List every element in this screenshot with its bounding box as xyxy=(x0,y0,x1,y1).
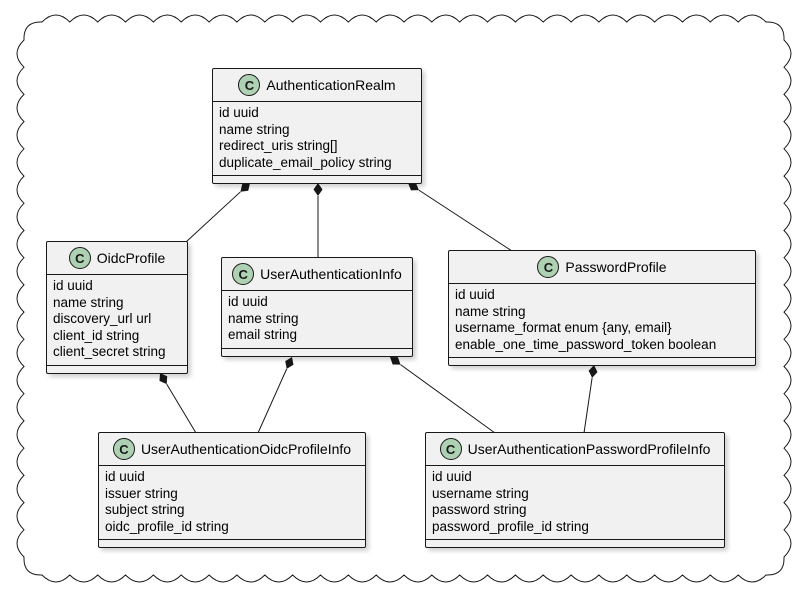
class-c-icon: C xyxy=(68,247,91,269)
attribute: username string xyxy=(432,485,529,501)
attribute-list: id uuid name string redirect_uris string… xyxy=(213,102,421,176)
class-name: AuthenticationRealm xyxy=(266,77,396,93)
attribute-list: id uuid name string email string xyxy=(222,291,412,349)
class-c-icon: C xyxy=(439,438,462,460)
composition-line-oidc_profile-user_authentication_oidc_profile_info xyxy=(166,383,197,434)
attribute: enable_one_time_password_token boolean xyxy=(455,336,717,352)
attribute: id uuid xyxy=(432,469,472,484)
composition-diamond-icon xyxy=(408,182,419,191)
class-c-icon: C xyxy=(537,256,560,278)
composition-line-authentication_realm-oidc_profile xyxy=(185,191,241,243)
attribute: redirect_uris string[] xyxy=(219,138,338,153)
attribute: issuer string xyxy=(105,485,178,501)
method-list xyxy=(449,358,755,365)
attribute: subject string xyxy=(105,502,185,517)
attribute-list: id uuid name string username_format enum… xyxy=(449,284,755,358)
method-list xyxy=(47,366,187,373)
class-name: UserAuthenticationPasswordProfileInfo xyxy=(467,441,711,457)
composition-diamond-icon xyxy=(285,357,294,369)
class-c-icon: C xyxy=(112,438,135,460)
attribute: name string xyxy=(228,310,299,326)
composition-line-user_authentication_info-user_authentication_password_profile_info xyxy=(400,364,496,434)
attribute-list: id uuid issuer string subject string oid… xyxy=(99,466,365,540)
method-list xyxy=(99,540,365,547)
class-c-icon: C xyxy=(238,74,261,96)
attribute: discovery_url url xyxy=(53,311,152,326)
class-header: C PasswordProfile xyxy=(449,251,755,284)
composition-diamond-icon xyxy=(588,365,598,378)
attribute: password string xyxy=(432,502,527,517)
attribute: password_profile_id string xyxy=(432,518,589,534)
attribute: duplicate_email_policy string xyxy=(219,154,392,170)
attribute: client_id string xyxy=(53,327,140,343)
composition-line-user_authentication_info-user_authentication_oidc_profile_info xyxy=(257,368,288,434)
class-user-authentication-password-profile-info[interactable]: C UserAuthenticationPasswordProfileInfo … xyxy=(425,432,725,548)
class-header: C UserAuthenticationOidcProfileInfo xyxy=(99,433,365,466)
attribute: id uuid xyxy=(105,469,145,484)
attribute: username_format enum {any, email} xyxy=(455,320,672,335)
attribute: id uuid xyxy=(219,105,259,120)
class-user-authentication-oidc-profile-info[interactable]: C UserAuthenticationOidcProfileInfo id u… xyxy=(98,432,366,548)
composition-diamond-icon xyxy=(240,183,250,192)
composition-line-password_profile-user_authentication_password_profile_info xyxy=(583,377,593,434)
class-user-authentication-info[interactable]: C UserAuthenticationInfo id uuid name st… xyxy=(221,257,413,357)
relations-layer xyxy=(159,182,598,434)
composition-diamond-icon xyxy=(159,373,168,385)
attribute: name string xyxy=(53,294,124,310)
attribute: id uuid xyxy=(455,287,495,302)
class-password-profile[interactable]: C PasswordProfile id uuid name string us… xyxy=(448,250,756,366)
composition-diamond-icon xyxy=(390,357,401,365)
attribute: name string xyxy=(455,303,526,319)
class-header: C OidcProfile xyxy=(47,242,187,275)
class-oidc-profile[interactable]: C OidcProfile id uuid name string discov… xyxy=(46,241,188,374)
attribute-list: id uuid username string password string … xyxy=(426,466,724,540)
composition-line-authentication_realm-password_profile xyxy=(418,189,513,252)
class-header: C AuthenticationRealm xyxy=(213,69,421,102)
class-name: OidcProfile xyxy=(96,250,166,266)
attribute: id uuid xyxy=(53,278,93,293)
composition-diamond-icon xyxy=(313,183,323,196)
method-list xyxy=(213,176,421,183)
attribute: name string xyxy=(219,121,290,137)
attribute: email string xyxy=(228,327,298,342)
attribute: oidc_profile_id string xyxy=(105,518,229,534)
class-authentication-realm[interactable]: C AuthenticationRealm id uuid name strin… xyxy=(212,68,422,184)
class-name: PasswordProfile xyxy=(565,259,667,275)
attribute-list: id uuid name string discovery_url url cl… xyxy=(47,275,187,366)
method-list xyxy=(426,540,724,547)
method-list xyxy=(222,349,412,356)
attribute: id uuid xyxy=(228,294,268,309)
class-name: UserAuthenticationOidcProfileInfo xyxy=(140,441,352,457)
class-c-icon: C xyxy=(232,263,255,285)
class-header: C UserAuthenticationPasswordProfileInfo xyxy=(426,433,724,466)
class-header: C UserAuthenticationInfo xyxy=(222,258,412,291)
class-name: UserAuthenticationInfo xyxy=(260,266,402,282)
attribute: client_secret string xyxy=(53,344,166,359)
